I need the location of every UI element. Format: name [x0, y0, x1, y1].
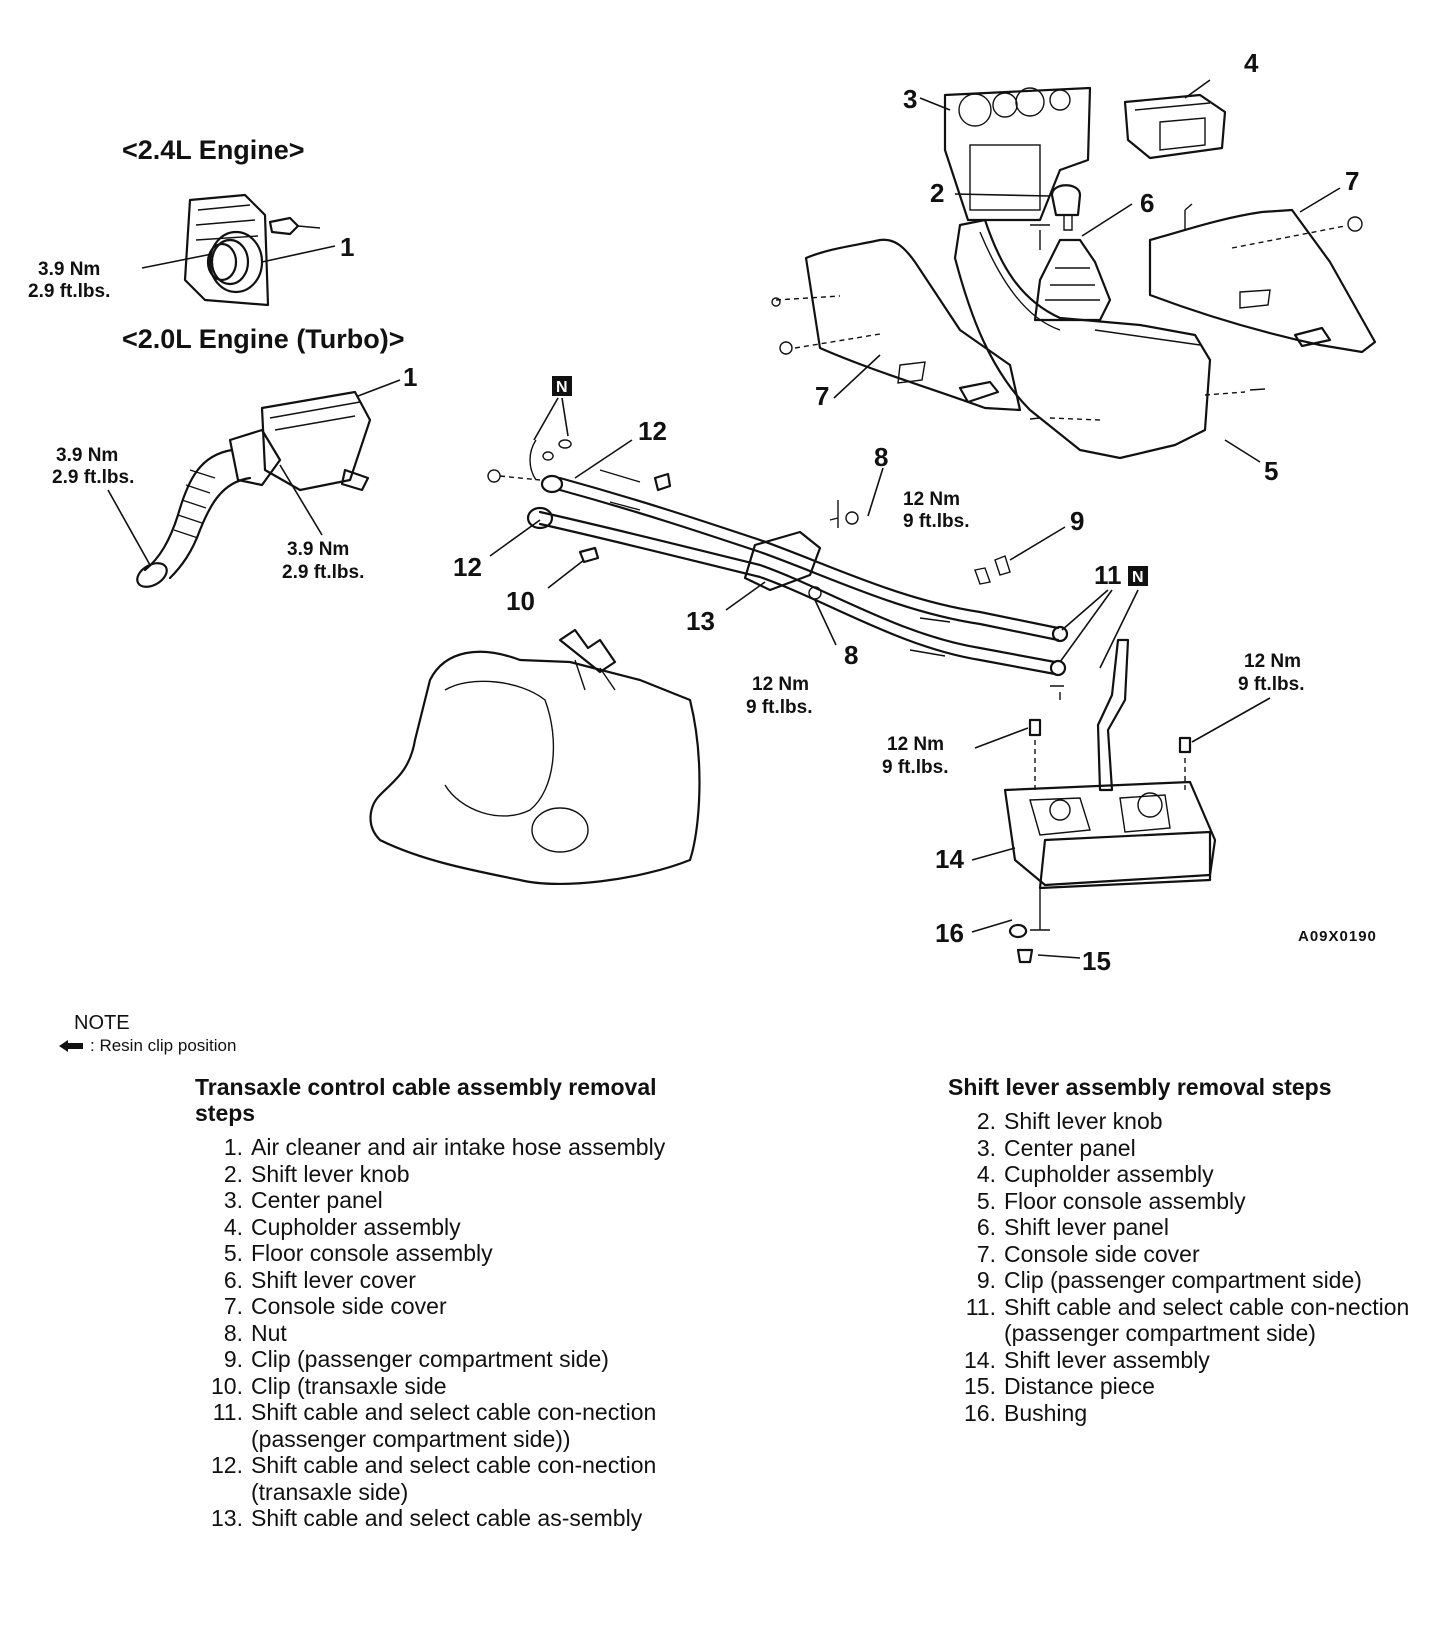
list-item: 5.Floor console assembly — [976, 1187, 1246, 1214]
callout-5: 5 — [1264, 456, 1278, 486]
notice-n-label-right: N — [1132, 569, 1144, 586]
center-panel — [943, 86, 1092, 222]
list-item: 1.Air cleaner and air intake hose assemb… — [223, 1134, 666, 1160]
notice-n-icon-right — [1128, 566, 1148, 586]
list-item: 12.Shift cable and select cable con-nect… — [211, 1452, 657, 1505]
list-item: 9.Clip (passenger compartment side) — [223, 1346, 609, 1372]
console-side-cover-right — [1148, 203, 1377, 354]
shift-lever-knob — [1050, 184, 1082, 231]
torque-nut-lower-ftlbs: 9 ft.lbs. — [746, 697, 813, 718]
list-item: 2.Shift lever knob — [223, 1160, 410, 1187]
exploded-view-diagram: <2.4L Engine> <2.0L Engine (Turbo)> 1 3.… — [28, 48, 1377, 976]
air-cleaner-24l — [183, 193, 321, 307]
list-item: 11.Shift cable and select cable con-nect… — [212, 1399, 657, 1452]
torque-nut-upper-nm: 12 Nm — [903, 489, 960, 510]
shift-lever-steps-title: Shift lever assembly removal steps — [948, 1074, 1332, 1100]
cupholder — [1123, 93, 1227, 160]
shift-select-cable-assembly — [487, 439, 1069, 700]
torque-lever-right-ftlbs: 9 ft.lbs. — [1238, 674, 1305, 695]
callout-14: 14 — [935, 844, 964, 874]
list-item: 15.Distance piece — [964, 1373, 1155, 1399]
callout-11: 11 — [1094, 560, 1122, 590]
list-item: 10.Clip (transaxle side — [211, 1372, 447, 1399]
engine-label-20l-turbo: <2.0L Engine (Turbo)> — [122, 324, 405, 354]
torque-24l-ftlbs: 2.9 ft.lbs. — [28, 281, 110, 302]
callout-13: 13 — [686, 606, 715, 636]
torque-lever-left-ftlbs: 9 ft.lbs. — [882, 757, 949, 778]
list-item: 4.Cupholder assembly — [976, 1161, 1214, 1187]
torque-lever-left-nm: 12 Nm — [887, 734, 944, 755]
notice-n-label-left: N — [556, 379, 568, 396]
callout-3: 3 — [903, 84, 917, 114]
torque-24l-nm: 3.9 Nm — [38, 259, 100, 280]
shift-lever-assembly — [1003, 638, 1217, 964]
callout-12-lower: 12 — [453, 552, 482, 582]
list-item: 8.Nut — [223, 1319, 287, 1346]
console-side-cover-left — [771, 238, 1022, 412]
list-item: 7.Console side cover — [223, 1293, 447, 1319]
callout-15: 15 — [1082, 946, 1111, 976]
callout-6: 6 — [1140, 188, 1154, 218]
torque-nut-upper-ftlbs: 9 ft.lbs. — [903, 511, 970, 532]
resin-clip-arrow-icon — [59, 1040, 83, 1052]
callout-8-lower: 8 — [844, 640, 858, 670]
torque-nut-lower-nm: 12 Nm — [752, 674, 809, 695]
torque-20l-clamp-ftlbs: 2.9 ft.lbs. — [282, 562, 364, 583]
floor-console — [953, 218, 1266, 460]
shift-lever-removal-steps: Shift lever assembly removal steps 2.Shi… — [948, 1074, 1438, 1426]
note-title: NOTE — [74, 1012, 130, 1034]
callout-1-24l: 1 — [340, 232, 354, 262]
figure-id: A09X0190 — [1298, 928, 1377, 945]
list-item: 16.Bushing — [964, 1399, 1088, 1426]
torque-20l-hose-ftlbs: 2.9 ft.lbs. — [52, 467, 134, 488]
list-item: 7.Console side cover — [976, 1240, 1200, 1267]
list-item: 3.Center panel — [223, 1187, 383, 1213]
note-legend: : Resin clip position — [58, 1036, 236, 1056]
transaxle — [369, 628, 701, 886]
list-item: 11.Shift cable and select cable con-nect… — [965, 1293, 1410, 1347]
list-item: 13.Shift cable and select cable as-sembl… — [211, 1505, 643, 1531]
list-item: 4.Cupholder assembly — [223, 1213, 461, 1240]
engine-label-24l: <2.4L Engine> — [122, 135, 305, 165]
callout-9: 9 — [1070, 506, 1084, 536]
list-item: 6.Shift lever cover — [223, 1266, 416, 1293]
callout-16: 16 — [935, 918, 964, 948]
callout-8-upper: 8 — [874, 442, 888, 472]
list-item: 2.Shift lever knob — [976, 1108, 1163, 1134]
callout-12-upper: 12 — [638, 416, 667, 446]
callout-7-right: 7 — [1345, 166, 1359, 196]
list-item: 3.Center panel — [976, 1134, 1136, 1161]
torque-20l-hose-nm: 3.9 Nm — [56, 445, 118, 466]
list-item: 5.Floor console assembly — [223, 1240, 493, 1266]
callout-1-20l: 1 — [403, 362, 417, 392]
transaxle-removal-steps: Transaxle control cable assembly removal… — [195, 1074, 715, 1532]
list-item: 14.Shift lever assembly — [964, 1346, 1210, 1373]
callout-2: 2 — [930, 178, 944, 208]
air-cleaner-20l-turbo — [136, 390, 372, 588]
torque-20l-clamp-nm: 3.9 Nm — [287, 539, 349, 560]
callout-7-left: 7 — [815, 381, 829, 411]
list-item: 6.Shift lever panel — [976, 1214, 1169, 1240]
note-legend-text: : Resin clip position — [90, 1036, 237, 1055]
transaxle-steps-title: Transaxle control cable assembly removal… — [195, 1074, 657, 1126]
callout-4: 4 — [1244, 48, 1259, 78]
shift-lever-cover — [1033, 238, 1112, 322]
list-item: 9.Clip (passenger compartment side) — [976, 1267, 1362, 1293]
notice-n-icon-left — [552, 376, 572, 396]
callout-10: 10 — [506, 586, 535, 616]
torque-lever-right-nm: 12 Nm — [1244, 651, 1301, 672]
